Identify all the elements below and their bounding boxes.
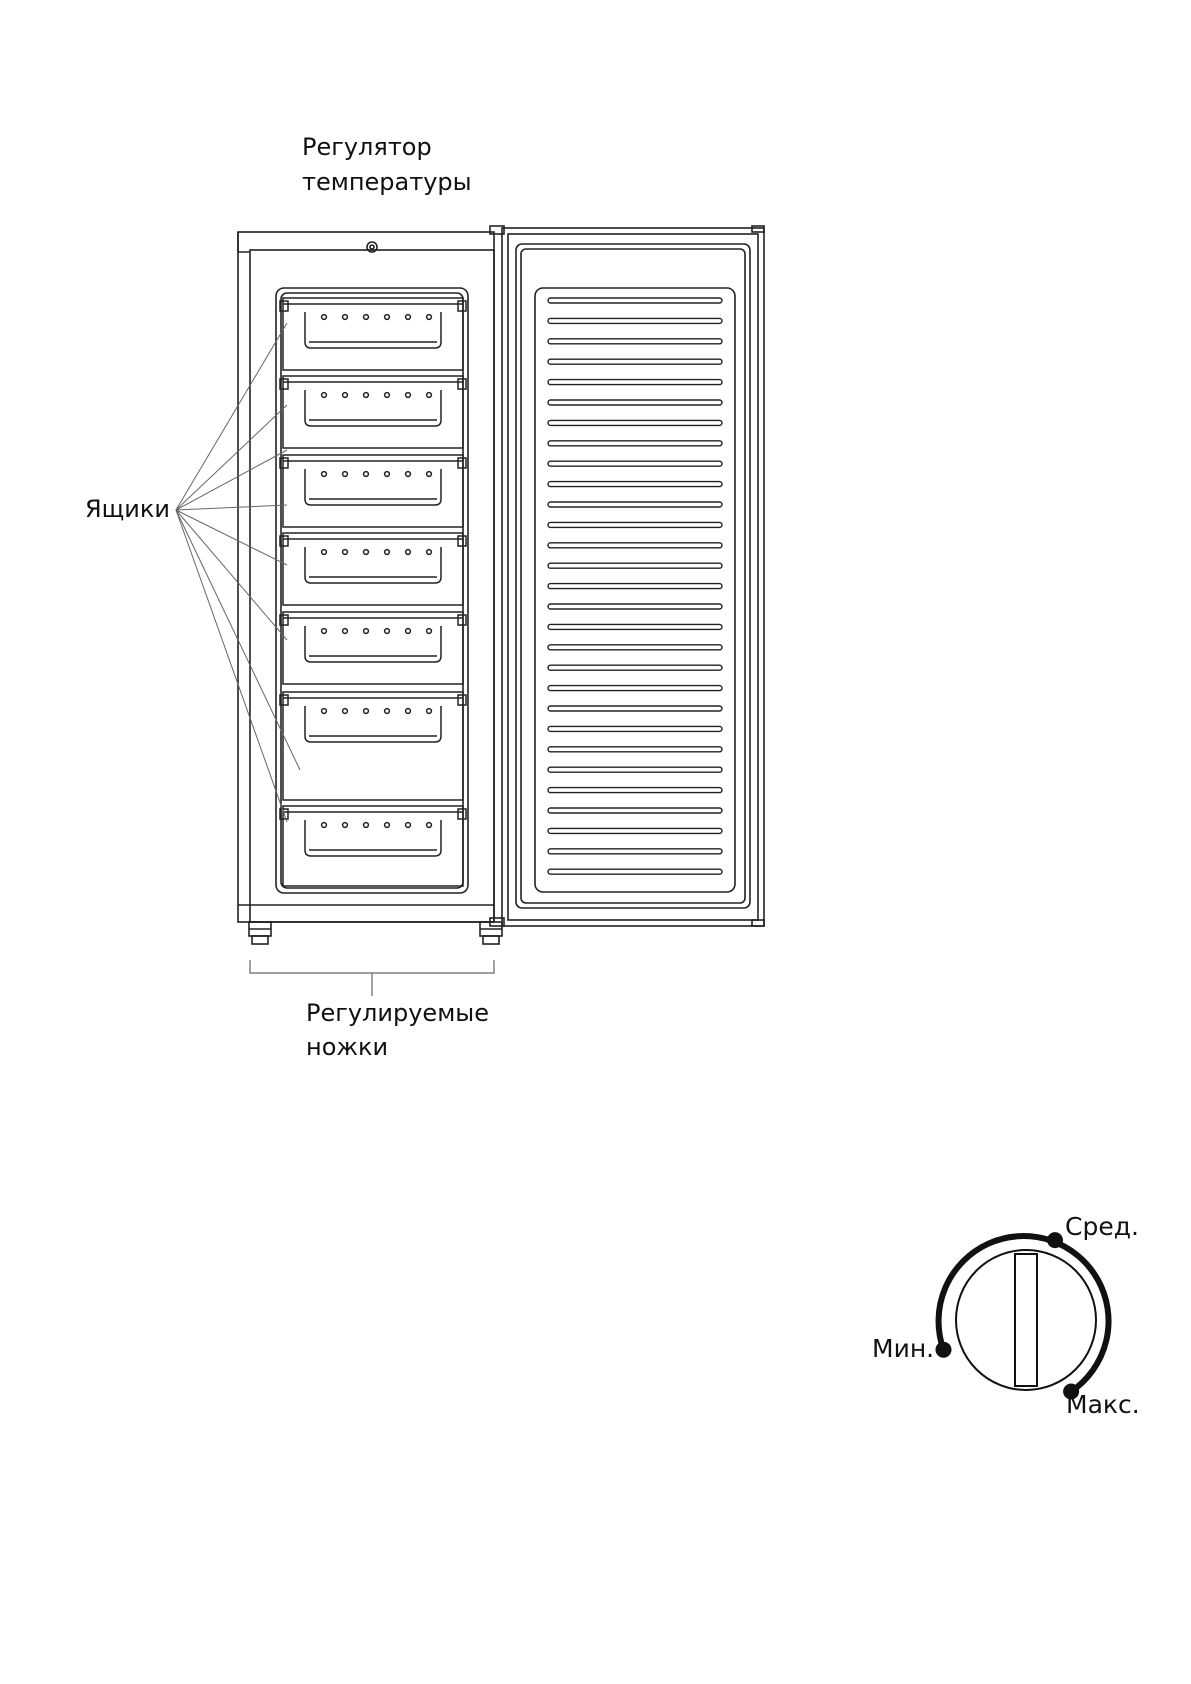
dial-arc (935, 1233, 1112, 1394)
drawer-stack (279, 297, 467, 887)
door-rib (547, 684, 723, 692)
thermostat-dial[interactable] (935, 1232, 1112, 1400)
dial-dot-max (1063, 1383, 1080, 1400)
foot-right (479, 921, 503, 945)
door-rib (547, 746, 723, 753)
door-rib (547, 419, 723, 427)
hinge-bottom (489, 917, 505, 927)
door-rib (547, 317, 723, 325)
door-rib (547, 705, 723, 712)
door-rib (547, 460, 723, 467)
hinge-top (489, 225, 505, 235)
drawer[interactable] (279, 611, 467, 685)
dial-label-min: Мин. (872, 1334, 935, 1363)
thermostat-knob (366, 241, 378, 253)
door-rib (547, 848, 723, 855)
door-rib (547, 501, 723, 508)
drawer[interactable] (279, 375, 467, 449)
door-rib (547, 440, 723, 447)
door-rib (547, 378, 723, 386)
adjustable-feet (248, 921, 503, 945)
door-rib (547, 297, 723, 304)
drawer[interactable] (279, 691, 467, 801)
door-rib (547, 338, 723, 345)
door-rib (547, 562, 723, 569)
foot-left (248, 921, 272, 945)
leader-lines (175, 322, 301, 823)
dial-label-max: Макс. (1066, 1390, 1140, 1419)
door-rib (547, 664, 723, 671)
door-rib (547, 807, 723, 814)
door-rib (547, 644, 723, 651)
drawer[interactable] (279, 297, 467, 371)
door-rib (547, 786, 723, 794)
door-rib (547, 603, 723, 610)
door-rib (547, 521, 723, 529)
dial-dot-min (935, 1341, 952, 1358)
feet-bracket (249, 960, 495, 996)
dial-dot-mid (1047, 1232, 1063, 1249)
dial-face (955, 1249, 1097, 1391)
thermostat-label-line2: температуры (302, 168, 472, 196)
door-rib (547, 766, 723, 773)
drawers-label: Ящики (85, 495, 170, 523)
drawer[interactable] (279, 532, 467, 606)
door-ribs (547, 297, 723, 875)
door-rib (547, 827, 723, 835)
door-rib (547, 542, 723, 549)
door-rib (547, 399, 723, 406)
drawer[interactable] (279, 805, 467, 887)
dial-label-mid: Сред. (1065, 1212, 1139, 1241)
dial-grip (1014, 1253, 1038, 1387)
door-rib (547, 623, 723, 631)
door-rib (547, 582, 723, 590)
drawer[interactable] (279, 454, 467, 528)
thermostat-label-line1: Регулятор (302, 133, 432, 161)
feet-label-line2: ножки (306, 1033, 389, 1061)
door-rib (547, 725, 723, 733)
freezer-door (489, 225, 765, 927)
door-rib (547, 868, 723, 875)
door-rib (547, 480, 723, 488)
door-rib (547, 358, 723, 365)
feet-label-line1: Регулируемые (306, 999, 490, 1027)
